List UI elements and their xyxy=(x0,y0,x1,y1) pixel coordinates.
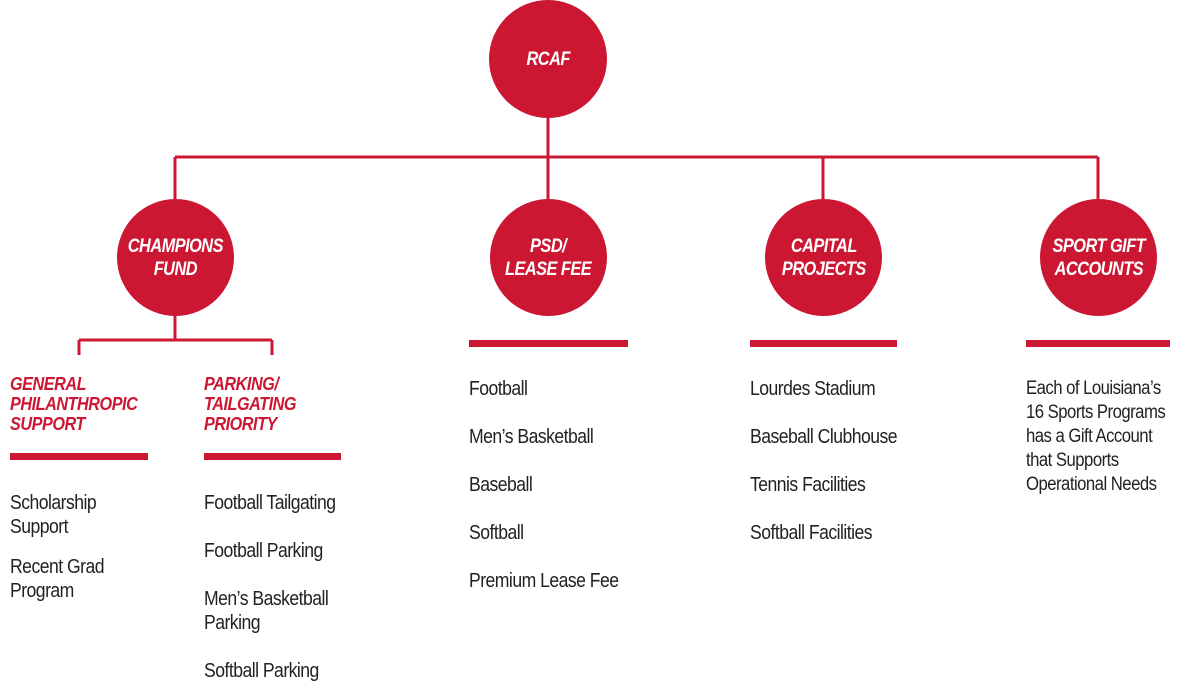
list-item: Baseball xyxy=(469,474,533,496)
capital-projects-label: CAPITAL PROJECTS xyxy=(781,235,866,280)
champions-fund-node: CHAMPIONS FUND xyxy=(117,199,234,316)
list-item: Softball Facilities xyxy=(750,522,873,544)
capital-divider-bar xyxy=(750,340,897,347)
list-item: Tennis Facilities xyxy=(750,474,866,496)
parking-items-list: Football Tailgating Football Parking Men… xyxy=(204,491,353,683)
sport-gift-accounts-node: SPORT GIFT ACCOUNTS xyxy=(1040,199,1157,316)
list-item: Scholarship Support xyxy=(10,492,97,538)
list-item: Baseball Clubhouse xyxy=(750,426,898,448)
psd-lease-fee-label: PSD/ LEASE FEE xyxy=(505,235,592,280)
list-item: Men’s Basketball Parking xyxy=(204,588,329,634)
sport-gift-accounts-label: SPORT GIFT ACCOUNTS xyxy=(1052,235,1145,280)
list-item: Men’s Basketball xyxy=(469,426,594,448)
general-items-list: Scholarship Support Recent Grad Program xyxy=(10,491,117,603)
psd-divider-bar xyxy=(469,340,628,347)
rcaf-node: RCAF xyxy=(489,0,607,118)
list-item: Premium Lease Fee xyxy=(469,570,619,592)
psd-lease-fee-node: PSD/ LEASE FEE xyxy=(490,199,607,316)
champions-fund-label: CHAMPIONS FUND xyxy=(127,235,224,280)
psd-items-list: Football Men’s Basketball Baseball Softb… xyxy=(469,377,639,593)
list-item: Football xyxy=(469,378,528,400)
rcaf-label: RCAF xyxy=(526,48,570,70)
capital-items-list: Lourdes Stadium Baseball Clubhouse Tenni… xyxy=(750,377,917,545)
parking-tailgating-heading: PARKING/ TAILGATING PRIORITY xyxy=(204,374,297,434)
list-item: Football Parking xyxy=(204,540,323,562)
list-item: Football Tailgating xyxy=(204,492,336,514)
list-item: Recent Grad Program xyxy=(10,556,105,602)
list-item: Lourdes Stadium xyxy=(750,378,876,400)
list-item: Softball Parking xyxy=(204,660,319,682)
parking-divider-bar xyxy=(204,453,341,460)
general-philanthropic-heading: GENERAL PHILANTHROPIC SUPPORT xyxy=(10,374,138,434)
sport-gift-description: Each of Louisiana’s 16 Sports Programs h… xyxy=(1026,378,1166,495)
general-divider-bar xyxy=(10,453,148,460)
sport-gift-divider-bar xyxy=(1026,340,1170,347)
list-item: Softball xyxy=(469,522,524,544)
capital-projects-node: CAPITAL PROJECTS xyxy=(765,199,882,316)
